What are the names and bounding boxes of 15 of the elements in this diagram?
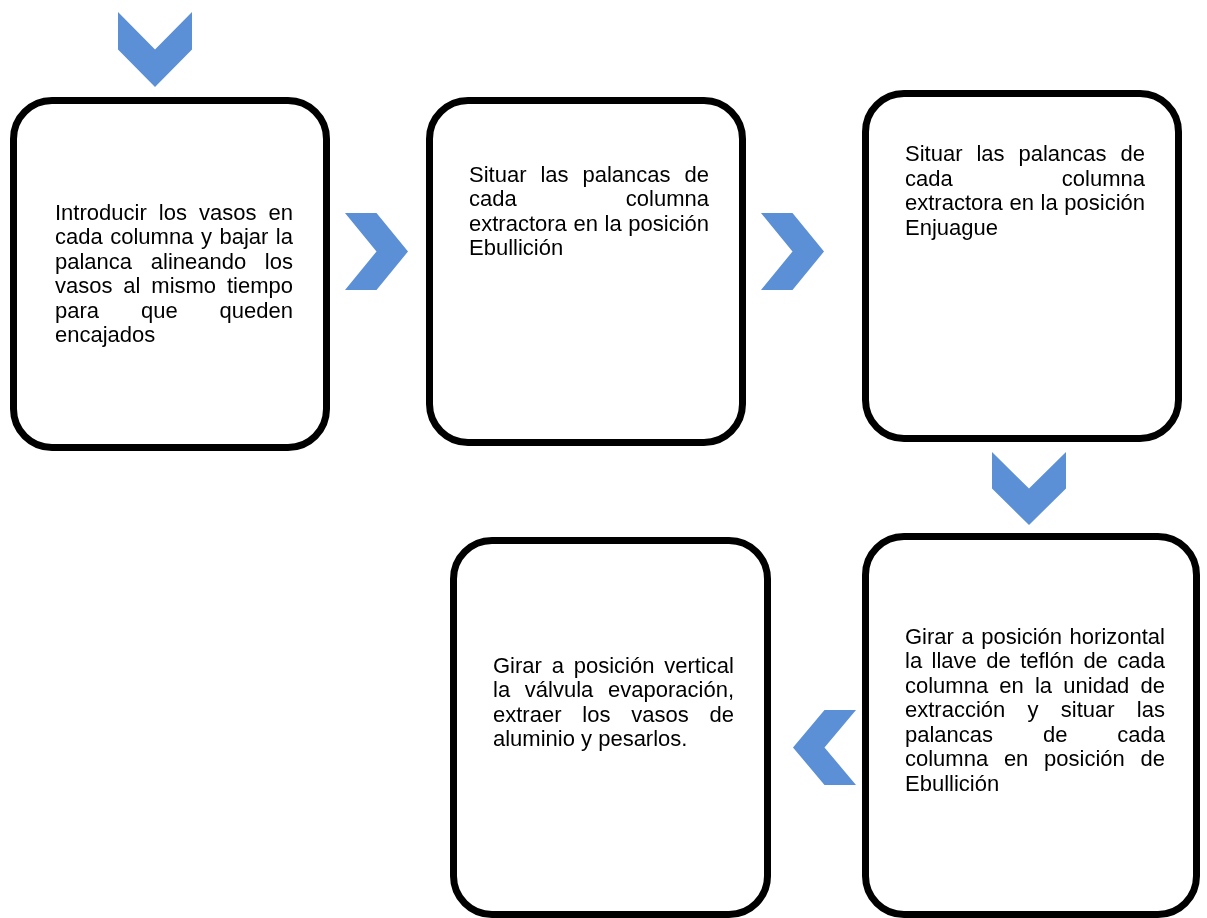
process-box [10,97,330,451]
chevron-arrow [761,213,824,290]
chevron-arrow [793,710,856,785]
step-text: Girar a posición horizontal la llave de teflón de cada columna en la unidad de extracción y situar las palancas de cada columna en posición de Ebullición [905,624,1165,797]
process-box [450,537,771,918]
chevron-arrow [118,12,192,87]
process-box [862,533,1200,918]
chevron-arrow [992,452,1066,525]
step-text: Introducir los vasos en cada columna y bajar la palanca alineando los vasos al mismo tiempo para que queden encajados [55,200,293,348]
chevron-arrow [345,213,408,290]
step-text: Situar las palancas de cada columna extractora en la posición Enjuague [905,142,1145,240]
step-text: Situar las palancas de cada columna extractora en la posición Ebullición [469,162,709,261]
process-box [426,97,746,446]
process-box [862,90,1182,442]
step-text: Girar a posición vertical la válvula evaporación, extraer los vasos de aluminio y pesarlos. [493,653,734,752]
